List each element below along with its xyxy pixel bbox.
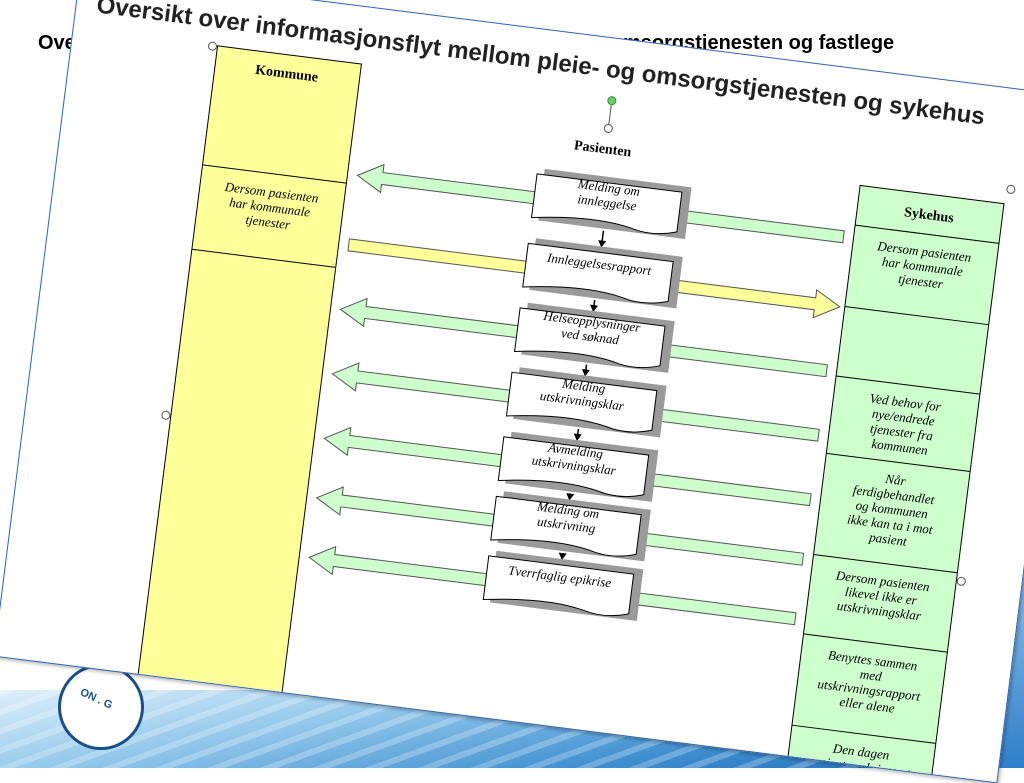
document-shape bbox=[490, 495, 642, 557]
right-column-divider bbox=[836, 375, 981, 395]
right-column-divider bbox=[813, 554, 958, 574]
logo-text: ON . G bbox=[78, 686, 115, 712]
right-column-header: Sykehus bbox=[903, 205, 955, 226]
sequence-arrowhead bbox=[558, 552, 567, 561]
right-column-cell: Nårferdigbehandletog kommunenikke kan ta… bbox=[844, 467, 939, 552]
sequence-arrowhead bbox=[590, 304, 599, 313]
right-column-divider bbox=[791, 724, 936, 744]
right-column-divider bbox=[855, 224, 1000, 244]
document-shape bbox=[497, 436, 650, 498]
resize-handle bbox=[603, 123, 613, 133]
document-shape bbox=[514, 307, 666, 369]
left-column-divider bbox=[202, 164, 347, 184]
sequence-arrowhead bbox=[598, 240, 607, 248]
right-column bbox=[784, 184, 1005, 783]
resize-handle bbox=[161, 410, 171, 420]
resize-handle bbox=[1006, 184, 1016, 194]
right-column-cell: Ved behov fornye/endredetjenester frakom… bbox=[863, 390, 942, 458]
document-shape bbox=[522, 242, 674, 304]
right-column-cell: Benyttes sammenmedutskrivningsrapportell… bbox=[815, 646, 925, 718]
document-shape bbox=[482, 555, 635, 617]
organization-logo: ON . G bbox=[58, 664, 144, 750]
document-shape bbox=[505, 371, 658, 433]
rotate-handle bbox=[607, 96, 617, 106]
document-label: Melding omutskrivning bbox=[533, 498, 600, 536]
left-column bbox=[136, 45, 362, 700]
sequence-arrowhead bbox=[566, 493, 575, 501]
right-column-divider bbox=[803, 633, 948, 653]
document-shape bbox=[530, 173, 683, 235]
right-column-divider bbox=[826, 452, 971, 473]
center-header: Pasienten bbox=[573, 138, 632, 160]
right-column-divider bbox=[844, 306, 989, 326]
sequence-arrowhead bbox=[573, 433, 582, 441]
document-label: Melding ominnleggelse bbox=[574, 176, 641, 214]
rotate-handle-stem bbox=[608, 102, 613, 125]
left-column-divider bbox=[191, 248, 336, 268]
sequence-arrowhead bbox=[581, 369, 590, 377]
resize-handle bbox=[956, 576, 966, 586]
resize-handle bbox=[207, 41, 217, 51]
